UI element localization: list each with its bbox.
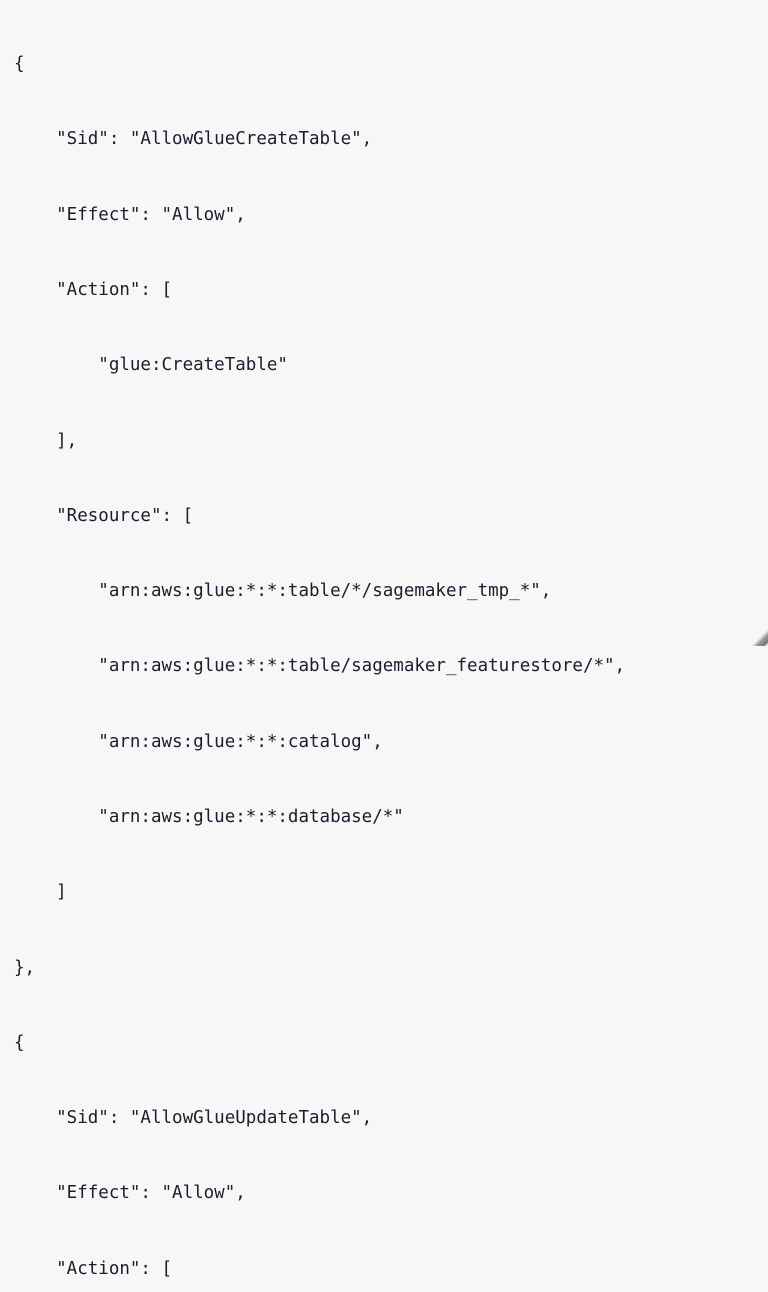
code-lines[interactable]: { "Sid": "AllowGlueCreateTable", "Effect…: [14, 2, 768, 1292]
code-line: ]: [14, 882, 67, 903]
code-line: "arn:aws:glue:*:*:catalog",: [14, 731, 383, 752]
code-line: "glue:CreateTable": [14, 355, 288, 376]
code-line: "arn:aws:glue:*:*:table/*/sagemaker_tmp_…: [14, 581, 552, 602]
code-line: "Effect": "Allow",: [14, 204, 246, 225]
code-line: "arn:aws:glue:*:*:table/sagemaker_featur…: [14, 656, 626, 677]
code-snippet-container: { "Sid": "AllowGlueCreateTable", "Effect…: [14, 54, 768, 1279]
code-line: "Sid": "AllowGlueCreateTable",: [14, 129, 373, 150]
code-line: ],: [14, 430, 78, 451]
code-line: {: [14, 1032, 25, 1053]
code-line: "arn:aws:glue:*:*:database/*": [14, 807, 404, 827]
code-line: "Resource": [: [14, 505, 194, 526]
code-line: {: [14, 54, 25, 75]
code-line: "Action": [: [14, 1258, 173, 1279]
code-line: "Sid": "AllowGlueUpdateTable",: [14, 1108, 373, 1129]
code-line: "Action": [: [14, 280, 173, 301]
code-line: },: [14, 957, 36, 978]
code-line: "Effect": "Allow",: [14, 1183, 246, 1204]
